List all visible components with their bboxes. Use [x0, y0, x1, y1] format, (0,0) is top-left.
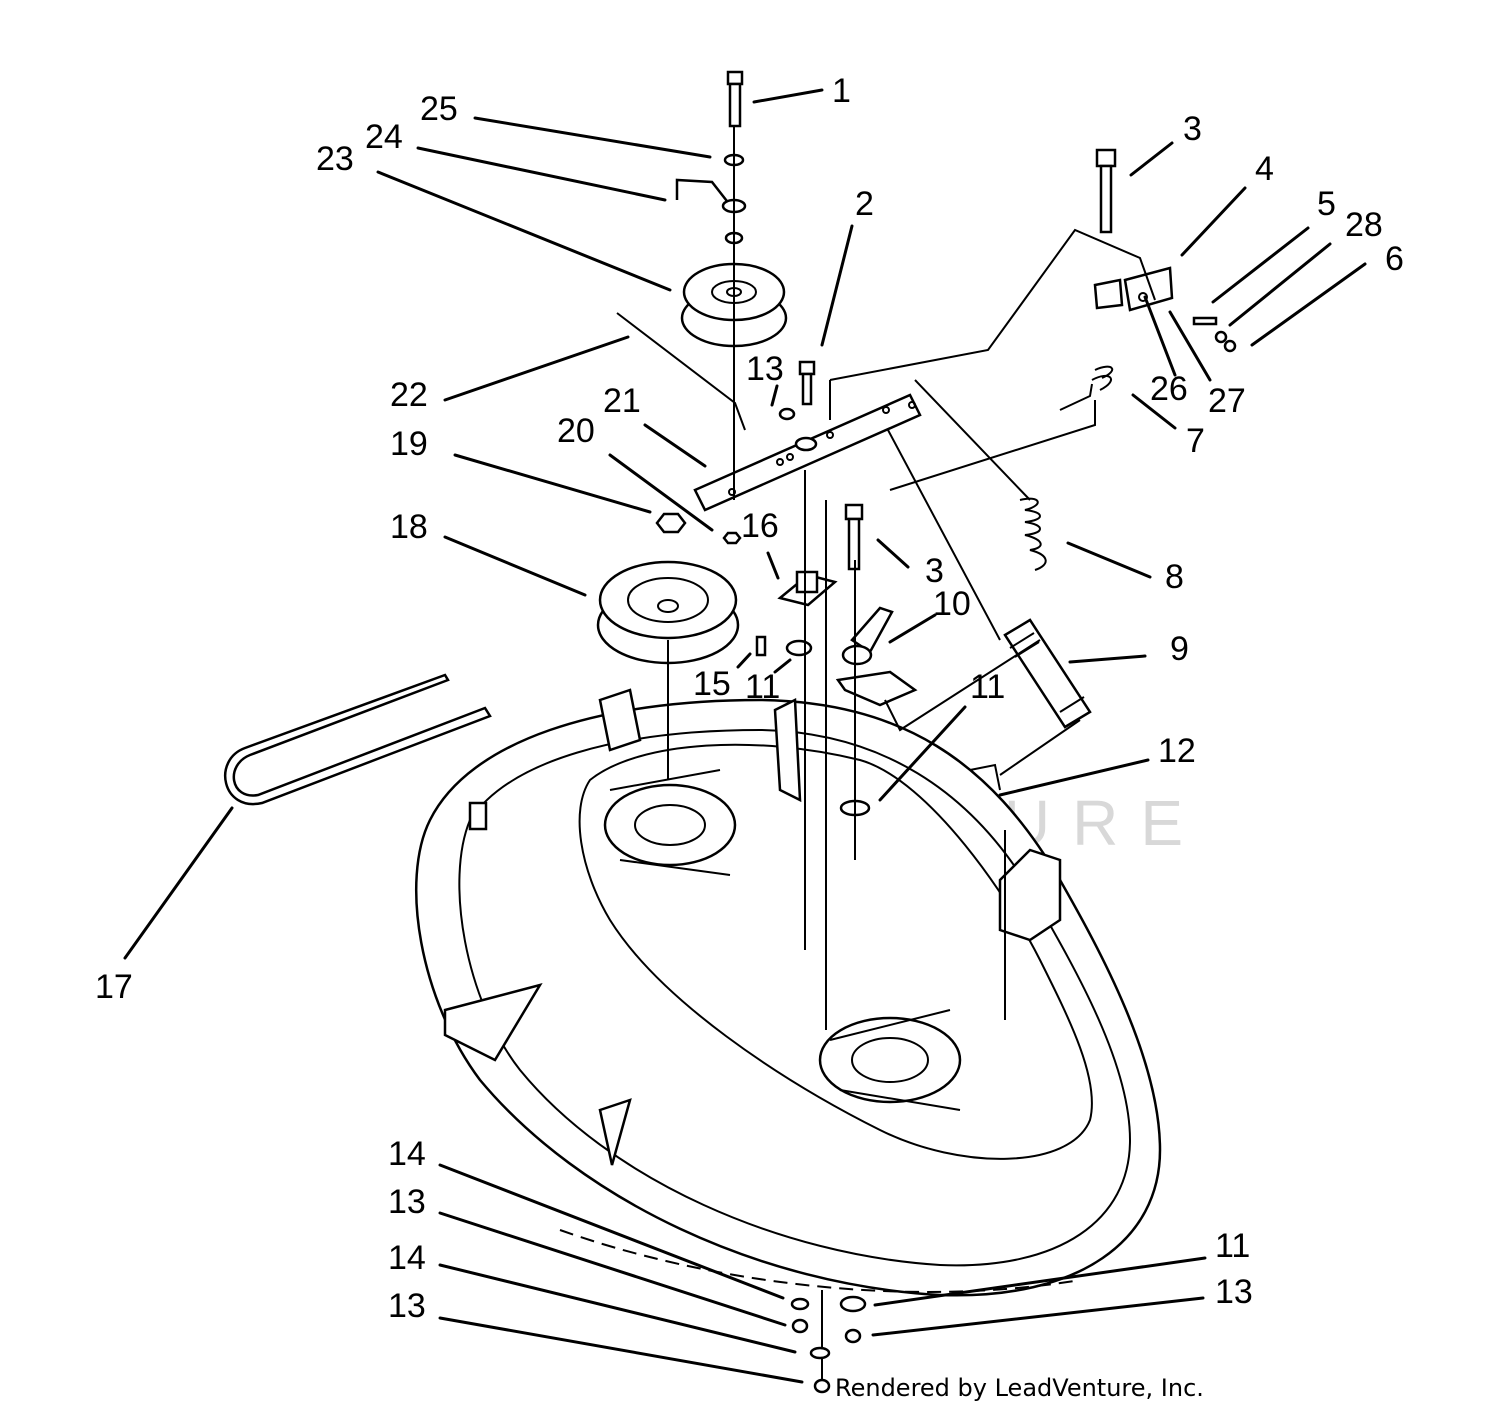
- spring-end-12: [969, 719, 1081, 791]
- label-28: 28: [1345, 206, 1383, 244]
- label-24: 24: [365, 118, 403, 156]
- label-11-mid: 11: [745, 668, 780, 706]
- washer-28: [1214, 330, 1228, 344]
- spacer-13: [778, 407, 796, 421]
- label-13-b: 13: [388, 1287, 426, 1325]
- washer-14-a: [790, 1297, 810, 1311]
- screw-15: [755, 635, 767, 657]
- cable-outline-2: [884, 429, 1041, 732]
- label-27: 27: [1208, 382, 1246, 420]
- pulley-bolt: [726, 70, 744, 128]
- label-21: 21: [603, 382, 641, 420]
- label-18: 18: [390, 508, 428, 546]
- nut-6: [1223, 339, 1237, 353]
- washer-11-mid: [785, 639, 813, 657]
- label-22: 22: [390, 376, 428, 414]
- nut-20: [722, 531, 742, 545]
- label-13-a: 13: [388, 1183, 426, 1221]
- label-13-top: 13: [746, 350, 784, 388]
- drive-belt-17: [223, 673, 492, 806]
- label-17: 17: [95, 968, 133, 1006]
- label-2: 2: [855, 185, 874, 223]
- label-26: 26: [1150, 370, 1188, 408]
- label-7: 7: [1186, 422, 1205, 460]
- label-3-mid: 3: [925, 552, 944, 590]
- part-labels: 1 25 24 23 2 3 4 5 28 6 26 27 7 22 13 21…: [95, 72, 1404, 1325]
- bolt-3-top: [1095, 148, 1117, 234]
- label-12: 12: [1158, 732, 1196, 770]
- mower-deck: [415, 688, 1162, 1297]
- label-14-b: 14: [388, 1239, 426, 1277]
- label-13-c: 13: [1215, 1273, 1253, 1311]
- leader-lines: [123, 88, 1367, 1384]
- hex-nut-19: [655, 512, 687, 534]
- label-1: 1: [832, 72, 851, 110]
- washer-14-b: [809, 1346, 831, 1360]
- render-credit: Rendered by LeadVenture, Inc.: [835, 1374, 1204, 1402]
- spring-9: [1003, 618, 1092, 729]
- cable-outline: [829, 228, 1156, 501]
- nut-13-b: [813, 1378, 831, 1394]
- label-20: 20: [557, 412, 595, 450]
- nut-13-c: [844, 1328, 862, 1344]
- spring-7: [1059, 365, 1114, 411]
- label-19: 19: [390, 425, 428, 463]
- bolt-3-mid: [844, 503, 864, 571]
- label-10: 10: [933, 585, 971, 623]
- center-lines: [667, 126, 1006, 1385]
- label-23: 23: [316, 140, 354, 178]
- label-6: 6: [1385, 240, 1404, 278]
- label-3-top: 3: [1183, 110, 1202, 148]
- nut-13-a: [791, 1318, 809, 1334]
- label-16: 16: [741, 507, 779, 545]
- pivot-bracket-10: [835, 606, 918, 707]
- label-5: 5: [1317, 185, 1336, 223]
- label-25: 25: [420, 90, 458, 128]
- pin-5: [1192, 316, 1218, 326]
- belt-keeper-24: [675, 178, 731, 206]
- label-11-right: 11: [970, 668, 1005, 706]
- label-4: 4: [1255, 150, 1274, 188]
- spring-8: [1019, 497, 1047, 571]
- idler-arm-21: [693, 393, 922, 512]
- bolt-13-top: [798, 360, 816, 406]
- tension-bracket-4: [1093, 266, 1174, 312]
- label-9: 9: [1170, 630, 1189, 668]
- label-8: 8: [1165, 558, 1184, 596]
- label-14-a: 14: [388, 1135, 426, 1173]
- main-pulley-18: [596, 560, 740, 665]
- bushing-2: [794, 436, 818, 452]
- bracket-16: [777, 570, 838, 607]
- label-11-bottom: 11: [1215, 1227, 1250, 1265]
- washer-11-bottom: [839, 1295, 867, 1313]
- label-15: 15: [693, 665, 731, 703]
